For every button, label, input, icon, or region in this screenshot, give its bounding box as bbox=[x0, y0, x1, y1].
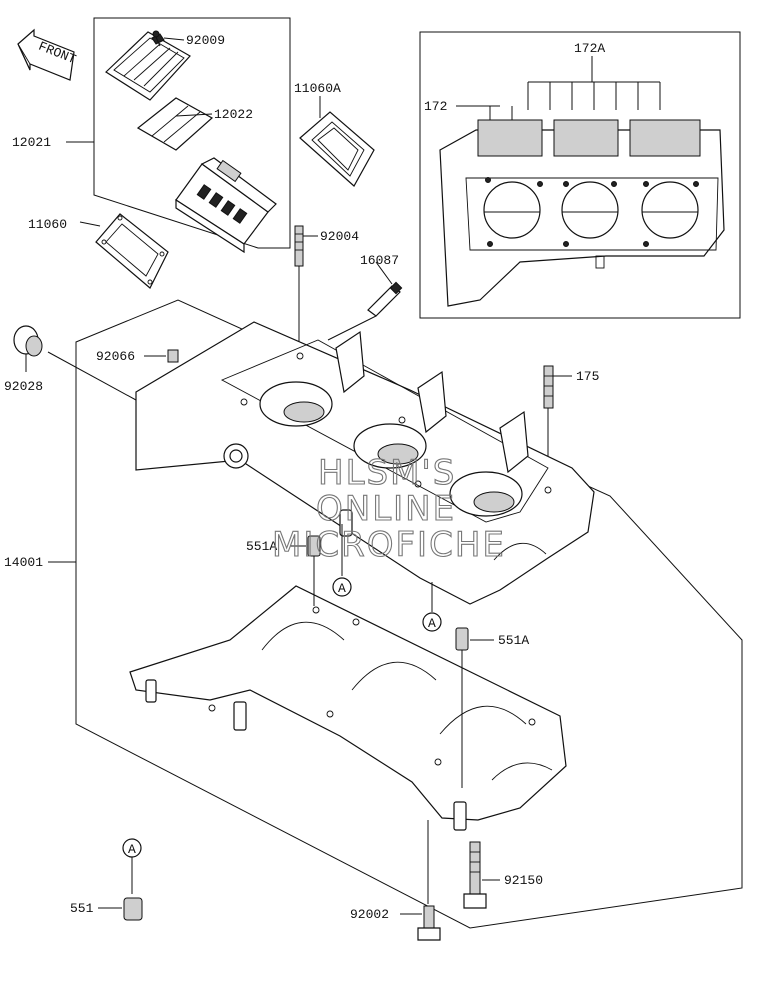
upper-crankcase-part bbox=[135, 321, 595, 605]
label-551A-right: 551A bbox=[498, 633, 529, 648]
dowel-92066-part bbox=[144, 349, 179, 363]
label-92150: 92150 bbox=[504, 873, 543, 888]
label-172: 172 bbox=[424, 99, 447, 114]
label-11060A: 11060A bbox=[294, 81, 341, 96]
lower-crankcase-part bbox=[129, 585, 567, 831]
label-92028: 92028 bbox=[4, 379, 43, 394]
reed-valve-group bbox=[66, 17, 291, 254]
gasket-11060A-part bbox=[299, 96, 375, 187]
label-14001: 14001 bbox=[4, 555, 43, 570]
label-551A-upper: 551A bbox=[246, 539, 277, 554]
front-arrow-badge: FRONT bbox=[17, 28, 78, 81]
svg-text:A: A bbox=[338, 581, 346, 596]
label-12021: 12021 bbox=[12, 135, 51, 150]
svg-text:A: A bbox=[428, 616, 436, 631]
watermark-line-1: HLSM'S bbox=[318, 453, 456, 493]
callout-marker-a2: A bbox=[422, 582, 442, 632]
label-12022: 12022 bbox=[214, 107, 253, 122]
reed-stopper-part bbox=[105, 31, 191, 101]
stud-92004-part bbox=[294, 225, 318, 352]
svg-text:A: A bbox=[128, 842, 136, 857]
watermark: HLSM'S ONLINE MICROFICHE bbox=[271, 452, 506, 565]
label-551: 551 bbox=[70, 901, 94, 916]
label-92066: 92066 bbox=[96, 349, 135, 364]
label-92009: 92009 bbox=[186, 33, 225, 48]
sensor-16087-part bbox=[327, 261, 403, 341]
label-175: 175 bbox=[576, 369, 599, 384]
callout-marker-a3: A bbox=[122, 838, 142, 894]
watermark-line-2: ONLINE bbox=[316, 489, 456, 529]
gasket-11060-part bbox=[79, 213, 169, 289]
bolt-92150-part bbox=[463, 841, 500, 909]
label-92002: 92002 bbox=[350, 907, 389, 922]
dowel-551A-upper-part bbox=[290, 535, 321, 606]
reed-petals-part bbox=[136, 97, 214, 151]
plug-92028-part bbox=[13, 325, 137, 401]
screw-92009-part bbox=[152, 30, 161, 47]
callout-marker-a1: A bbox=[332, 524, 352, 597]
label-92004: 92004 bbox=[320, 229, 359, 244]
reed-block-part bbox=[175, 157, 277, 254]
engine-assembly-group bbox=[419, 31, 741, 319]
watermark-line-3: MICROFICHE bbox=[272, 525, 506, 565]
dowel-551A-right-part bbox=[455, 627, 494, 788]
label-16087: 16087 bbox=[360, 253, 399, 268]
bolt-92002-part bbox=[400, 820, 441, 941]
label-172A: 172A bbox=[574, 41, 605, 56]
label-11060: 11060 bbox=[28, 217, 67, 232]
dowel-551-part bbox=[98, 897, 143, 921]
